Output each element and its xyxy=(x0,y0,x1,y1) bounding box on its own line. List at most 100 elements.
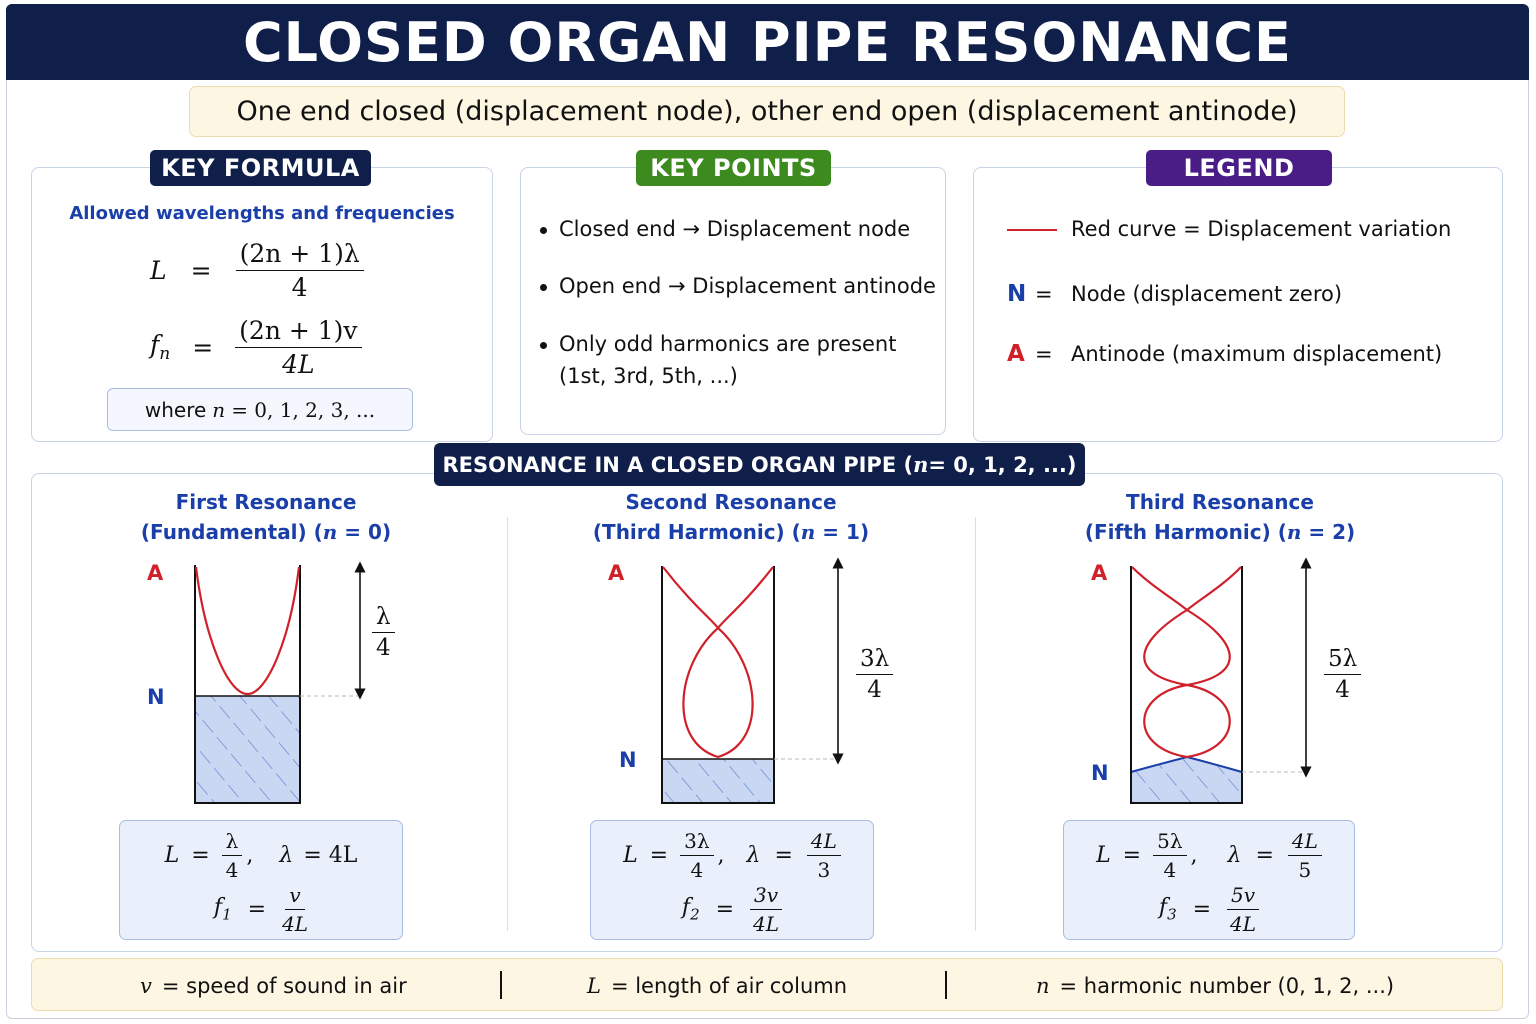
resonance-heading-var: n xyxy=(913,452,929,477)
resonance-heading-vals: = 0, 1, 2, ...) xyxy=(928,452,1077,477)
footer-n-var: n xyxy=(1036,973,1050,998)
box-1-f-sub: 1 xyxy=(222,905,232,924)
resonance-heading: RESONANCE IN A CLOSED ORGAN PIPE (n = 0,… xyxy=(434,443,1085,486)
footer-harmonic: n = harmonic number (0, 1, 2, ...) xyxy=(1036,959,1394,1012)
length-label-1-den: 4 xyxy=(375,635,391,661)
box-2-lambda-num: 4L xyxy=(806,829,841,856)
where-box: where n = 0, 1, 2, 3, ... xyxy=(107,388,413,431)
legend-node-symbol: N xyxy=(1007,281,1027,307)
box-3-lambda-num: 4L xyxy=(1287,829,1322,856)
length-label-2-den: 4 xyxy=(867,677,882,703)
key-point-bullet xyxy=(540,227,547,234)
resonance-3-title-post: = 2) xyxy=(1301,520,1356,544)
footer-v-var: v xyxy=(140,973,152,998)
formula-frequency-numerator: (2n + 1)v xyxy=(235,316,362,348)
box-1-L-den: 4 xyxy=(225,857,239,882)
footer-n-text: = harmonic number (0, 1, 2, ...) xyxy=(1059,973,1395,998)
where-label: where xyxy=(144,397,207,422)
key-point-odd-harmonics: Only odd harmonics are present xyxy=(559,332,897,356)
resonance-2-title-pre: (Third Harmonic) ( xyxy=(592,520,801,544)
footer-L-text: = length of air column xyxy=(610,973,848,998)
box-2-lambda-den: 3 xyxy=(817,857,831,882)
resonance-3-title-line1: Third Resonance xyxy=(1126,490,1314,514)
resonance-1-title-post: = 0) xyxy=(337,520,392,544)
resonance-3-title-var: n xyxy=(1286,520,1302,544)
legend-red-line-swatch xyxy=(1007,229,1057,231)
box-3-f-num: 5v xyxy=(1227,883,1260,910)
box-3-L-den: 4 xyxy=(1163,857,1177,882)
box-3-L-num: 5λ xyxy=(1153,829,1187,856)
legend-antinode-symbol: A xyxy=(1007,341,1025,367)
length-label-2-num: 3λ xyxy=(856,646,894,675)
footer-separator xyxy=(945,971,947,999)
footer-length: L = length of air column xyxy=(587,959,847,1012)
key-point-odd-harmonics-list: (1st, 3rd, 5th, ...) xyxy=(559,364,738,388)
formula-frequency-denominator: 4L xyxy=(282,349,315,379)
key-formula-heading: KEY FORMULA xyxy=(150,150,371,186)
key-point-closed-end: Closed end → Displacement node xyxy=(559,217,911,241)
divider xyxy=(975,517,976,931)
length-label-3-den: 4 xyxy=(1335,677,1350,703)
formula-frequency: fn = (2n + 1)v 4L xyxy=(150,310,362,384)
resonance-1-title-var: n xyxy=(322,520,338,544)
key-points-heading: KEY POINTS xyxy=(636,150,831,186)
legend-heading: LEGEND xyxy=(1146,150,1332,186)
box-2-L-num: 3λ xyxy=(680,829,714,856)
box-1-f-den: 4L xyxy=(282,911,309,936)
formula-wavelength-denominator: 4 xyxy=(291,272,308,302)
legend-antinode-row: A = Antinode (maximum displacement) xyxy=(1007,341,1442,367)
footer-separator xyxy=(500,971,502,999)
resonance-3-title: Third Resonance (Fifth Harmonic) (n = 2) xyxy=(1070,487,1370,547)
key-point-bullet xyxy=(540,284,547,291)
title-banner: CLOSED ORGAN PIPE RESONANCE xyxy=(6,4,1529,80)
box-3-f-den: 4L xyxy=(1230,911,1257,936)
legend-node-equals: = xyxy=(1035,282,1053,306)
box-1-L-num: λ xyxy=(221,829,243,856)
box-2-f-sub: 2 xyxy=(690,905,700,924)
resonance-2-title-post: = 1) xyxy=(815,520,870,544)
legend-antinode-equals: = xyxy=(1035,342,1053,366)
formula-frequency-sub: n xyxy=(159,344,171,364)
legend-antinode-text: Antinode (maximum displacement) xyxy=(1071,342,1443,366)
footer-speed: v = speed of sound in air xyxy=(140,959,407,1012)
box-2-f-den: 4L xyxy=(753,911,780,936)
length-label-2: 3λ 4 xyxy=(856,646,894,703)
footer-L-var: L xyxy=(587,973,601,998)
legend-node-row: N = Node (displacement zero) xyxy=(1007,281,1342,307)
key-points-panel xyxy=(520,167,946,435)
box-1-lambda-eq: = 4L xyxy=(303,842,358,868)
length-label-3: 5λ 4 xyxy=(1324,646,1362,703)
resonance-1-title-pre: (Fundamental) ( xyxy=(140,520,323,544)
legend-red-curve: Red curve = Displacement variation xyxy=(1071,217,1452,241)
formula-wavelength-lhs: L xyxy=(150,255,167,285)
box-3-f-sub: 3 xyxy=(1167,905,1177,924)
page-title: CLOSED ORGAN PIPE RESONANCE xyxy=(243,10,1292,74)
formula-wavelength-numerator: (2n + 1)λ xyxy=(235,239,364,271)
formula-wavelength: L = (2n + 1)λ 4 xyxy=(150,234,364,306)
resonance-2-title-line1: Second Resonance xyxy=(625,490,837,514)
where-values: = 0, 1, 2, 3, ... xyxy=(231,397,376,422)
formula-frequency-lhs: f xyxy=(150,330,160,359)
key-point-bullet xyxy=(540,342,547,349)
footer-v-text: = speed of sound in air xyxy=(161,973,407,998)
divider xyxy=(507,517,508,931)
subtitle-box: One end closed (displacement node), othe… xyxy=(189,86,1345,137)
length-label-1: λ 4 xyxy=(372,604,395,661)
box-3-lambda-den: 5 xyxy=(1298,857,1312,882)
legend-panel xyxy=(973,167,1503,442)
variables-footer: v = speed of sound in air L = length of … xyxy=(31,958,1503,1011)
legend-node-text: Node (displacement zero) xyxy=(1071,282,1343,306)
length-label-1-num: λ xyxy=(372,604,395,633)
resonance-3-title-pre: (Fifth Harmonic) ( xyxy=(1084,520,1287,544)
resonance-2-title-var: n xyxy=(800,520,816,544)
box-2-L-den: 4 xyxy=(690,857,704,882)
where-variable: n xyxy=(212,397,226,422)
box-1-f-num: v xyxy=(285,883,305,910)
resonance-1-title: First Resonance (Fundamental) (n = 0) xyxy=(116,487,416,547)
resonance-heading-text: RESONANCE IN A CLOSED ORGAN PIPE ( xyxy=(442,452,914,477)
key-point-open-end: Open end → Displacement antinode xyxy=(559,274,936,298)
formula-caption: Allowed wavelengths and frequencies xyxy=(69,203,455,224)
